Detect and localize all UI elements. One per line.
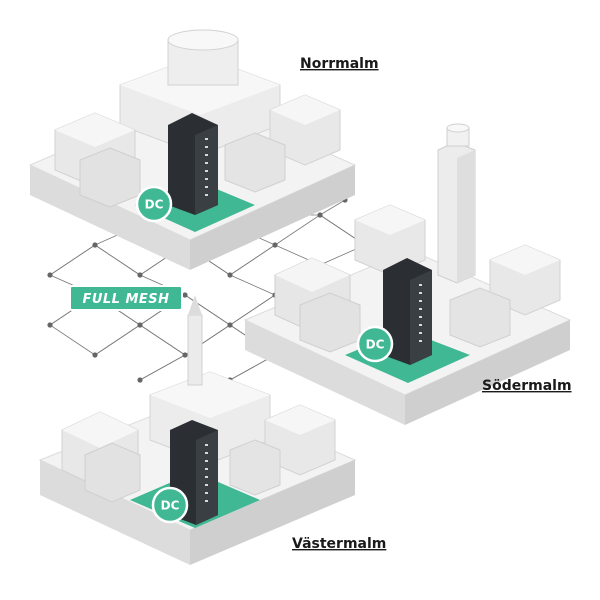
district-block-sodermalm [243, 123, 572, 425]
district-block-norrmalm [28, 29, 357, 270]
full-mesh-background [69, 285, 183, 311]
dc-badge-norrmalm [135, 185, 173, 223]
dc-node-vastermalm: DC [151, 486, 189, 524]
full-mesh-badge: FULL MESH [69, 285, 183, 311]
dc-label-sodermalm: DC [366, 338, 385, 352]
dc-label-norrmalm: DC [145, 198, 164, 212]
district-label-sodermalm: Södermalm [482, 378, 572, 394]
dc-node-sodermalm: DC [356, 325, 394, 363]
district-label-norrmalm: Norrmalm [300, 56, 379, 72]
dc-badge-sodermalm [356, 325, 394, 363]
district-label-vastermalm: Västermalm [292, 536, 386, 552]
dome [167, 29, 239, 51]
dc-label-vastermalm: DC [161, 499, 180, 513]
full-mesh-label: FULL MESH [82, 292, 169, 307]
dc-node-norrmalm: DC [135, 185, 173, 223]
dc-badge-vastermalm [151, 486, 189, 524]
city-hall-tower [187, 314, 203, 386]
district-block-vastermalm [38, 295, 357, 565]
